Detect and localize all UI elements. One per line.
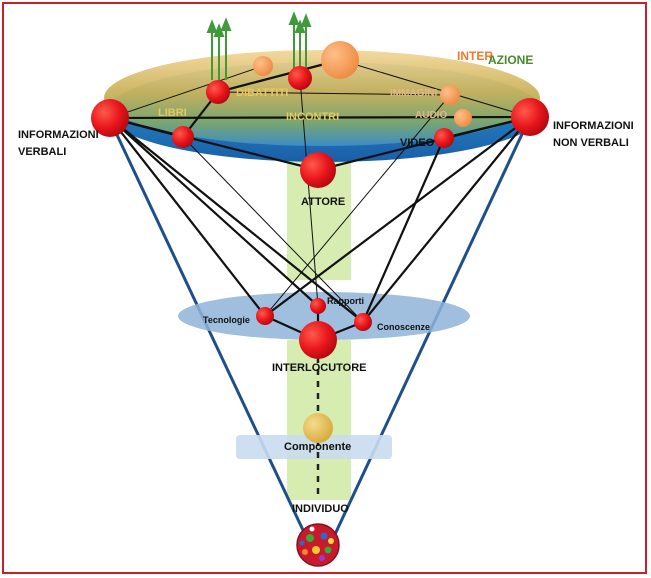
node-audio: [454, 109, 472, 127]
label-individuo: INDIVIDUO: [292, 503, 349, 515]
label-immagini: IMMAGINI: [390, 88, 437, 99]
green-up-arrows-icon: [206, 11, 312, 80]
node-tecnologie: [256, 307, 274, 325]
label-interazione-prefix: INTER: [457, 49, 493, 63]
label-video: VIDEO: [400, 137, 435, 149]
thick-connections: [109, 58, 531, 342]
node-informazioni-verbali: [91, 99, 129, 137]
label-informazioni-non-verbali-1: INFORMAZIONI: [553, 120, 634, 132]
label-audio: AUDIO: [415, 110, 447, 121]
node-rapporti: [310, 298, 326, 314]
label-rapporti: Rapporti: [327, 296, 364, 306]
node-componente: [303, 413, 333, 443]
label-interlocutore: INTERLOCUTORE: [272, 362, 367, 374]
label-informazioni-verbali-1: INFORMAZIONI: [18, 129, 99, 141]
node-orange-top: [321, 41, 359, 79]
label-dibattiti: DIBATTITI: [236, 87, 288, 99]
label-incontri: INCONTRI: [286, 111, 339, 123]
node-informazioni-non-verbali: [511, 98, 549, 136]
node-conoscenze: [354, 313, 372, 331]
node-libri: [172, 126, 194, 148]
cone-left-edge: [108, 119, 312, 546]
label-informazioni-non-verbali-2: NON VERBALI: [553, 137, 629, 149]
label-componente: Componente: [284, 441, 351, 453]
node-interlocutore: [299, 321, 337, 359]
node-video: [434, 128, 454, 148]
label-tecnologie: Tecnologie: [203, 315, 250, 325]
label-informazioni-verbali-2: VERBALI: [18, 146, 66, 158]
node-attore: [300, 152, 336, 188]
node-immagini: [440, 85, 460, 105]
label-attore: ATTORE: [301, 196, 345, 208]
node-orange-small: [253, 56, 273, 76]
colorful-ball-icon: [296, 523, 340, 567]
label-libri: LIBRI: [158, 107, 187, 119]
label-interazione-suffix: AZIONE: [488, 53, 533, 67]
label-conoscenze: Conoscenze: [377, 322, 430, 332]
node-dibattiti: [206, 80, 230, 104]
thin-connections: [109, 59, 531, 323]
componente-band: [236, 435, 392, 459]
middle-ellipse: [178, 292, 470, 340]
node-incontri: [288, 66, 312, 90]
